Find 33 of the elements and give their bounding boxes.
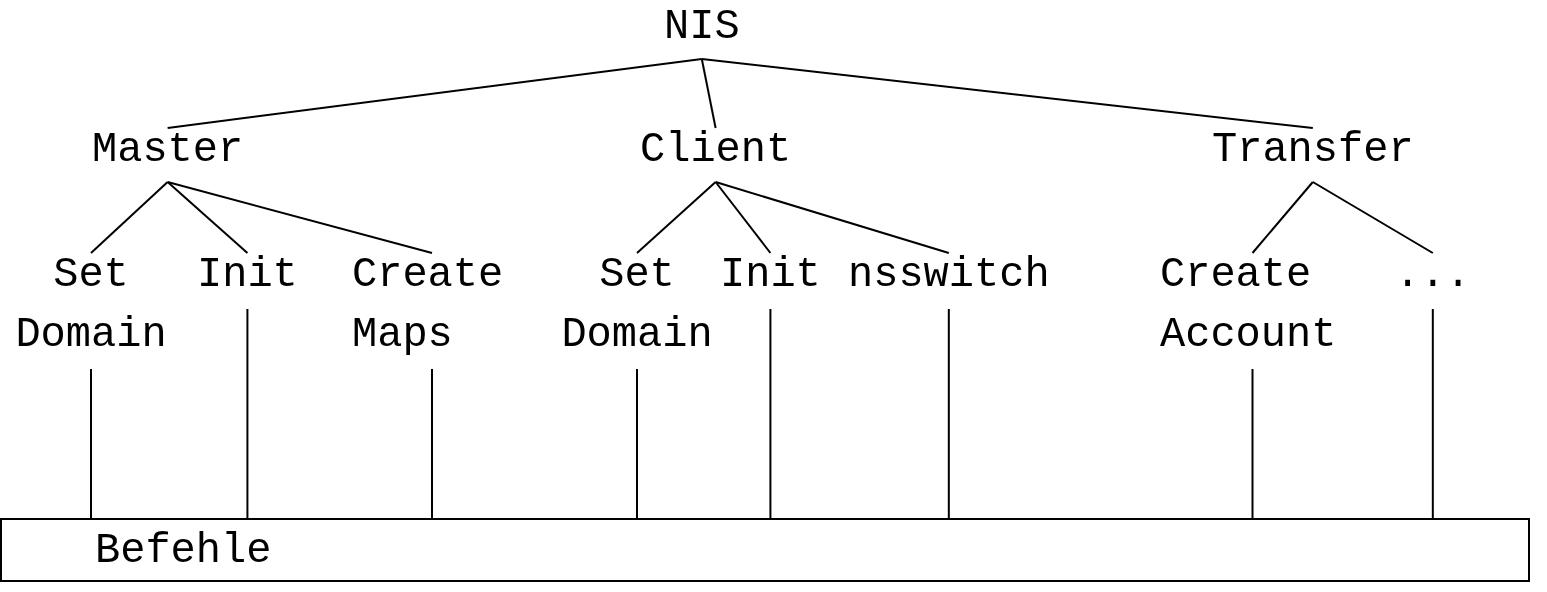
connector-line bbox=[166, 181, 433, 254]
connector-line bbox=[700, 58, 1314, 129]
connector-line bbox=[166, 181, 249, 254]
tree-label: Client bbox=[640, 120, 792, 180]
connector-line bbox=[166, 58, 703, 129]
tree-label: NIS bbox=[664, 0, 740, 57]
tree-label: Set Domain bbox=[10, 245, 172, 365]
connector-line bbox=[700, 58, 717, 129]
tree-label: Init bbox=[197, 245, 298, 305]
connector-line bbox=[90, 181, 169, 254]
connector-line bbox=[636, 181, 717, 254]
tree-label: Master bbox=[92, 120, 244, 180]
connector-line bbox=[1311, 181, 1434, 254]
tree-label: nsswitch bbox=[848, 245, 1050, 305]
connector-line bbox=[769, 308, 772, 519]
tree-label: Transfer bbox=[1212, 120, 1414, 180]
tree-label: Create Account bbox=[1160, 245, 1345, 365]
tree-label: Create Maps bbox=[352, 245, 512, 365]
tree-label: ... bbox=[1395, 245, 1471, 305]
connector-line bbox=[714, 181, 950, 254]
connector-line bbox=[1251, 181, 1314, 254]
connector-line bbox=[714, 181, 772, 254]
connector-line bbox=[1251, 368, 1254, 519]
connector-line bbox=[947, 308, 950, 519]
tree-label: Set Domain bbox=[556, 245, 718, 365]
box-label: Befehle bbox=[95, 526, 272, 577]
tree-label: Init bbox=[720, 245, 821, 305]
connector-line bbox=[1431, 308, 1434, 519]
connector-line bbox=[431, 368, 433, 519]
connector-line bbox=[636, 368, 638, 519]
connector-line bbox=[246, 308, 249, 519]
command-box bbox=[0, 518, 1530, 582]
connector-line bbox=[90, 368, 92, 519]
